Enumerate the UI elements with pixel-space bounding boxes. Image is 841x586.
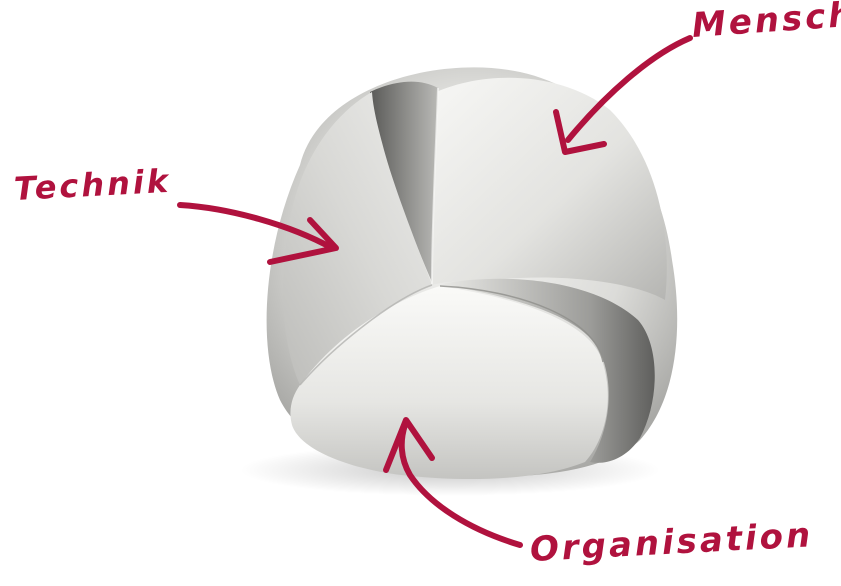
lobe-mensch xyxy=(428,78,667,300)
sculpture-object xyxy=(267,67,678,479)
